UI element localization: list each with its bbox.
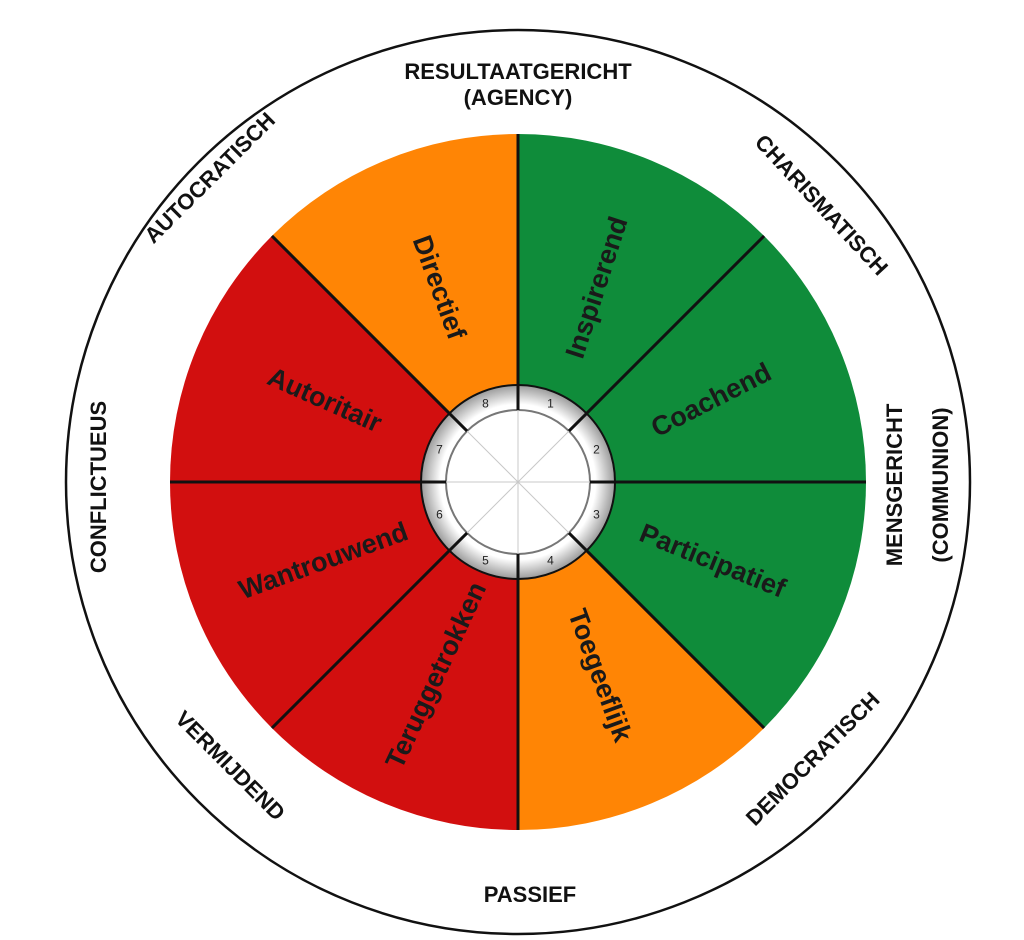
label-bottom: PASSIEF xyxy=(484,882,577,907)
hub-inner-line xyxy=(466,430,519,483)
segment-wedge-5 xyxy=(271,482,518,830)
hub-tick xyxy=(448,531,469,552)
hub-inner-line xyxy=(517,481,570,534)
hub-number-8: 8 xyxy=(482,396,489,410)
hub-number-5: 5 xyxy=(482,554,489,568)
label-left: CONFLICTUEUS xyxy=(86,401,111,573)
hub-number-2: 2 xyxy=(593,442,600,456)
segment-divider xyxy=(270,530,470,730)
segment-divider xyxy=(270,234,470,434)
label-right-line1: MENSGERICHT xyxy=(882,403,907,566)
hub-number-4: 4 xyxy=(547,554,554,568)
segment-wedge-6 xyxy=(170,482,518,729)
hub-inner-line xyxy=(517,430,570,483)
label-top-line1: RESULTAATGERICHT xyxy=(404,59,632,84)
hub-number-3: 3 xyxy=(593,508,600,522)
segment-wedge-3 xyxy=(518,482,866,729)
segment-wedge-7 xyxy=(170,235,518,482)
hub-numbers: 1 2 3 4 5 6 7 8 xyxy=(436,396,600,567)
hub-ticks xyxy=(421,385,615,579)
hub-number-6: 6 xyxy=(436,508,443,522)
hub-tick xyxy=(448,412,469,433)
hub-number-7: 7 xyxy=(436,442,443,456)
segment-wedge-8 xyxy=(271,134,518,482)
label-right-line2: (COMMUNION) xyxy=(928,407,953,562)
hub-tick xyxy=(567,412,588,433)
hub-tick xyxy=(567,531,588,552)
label-top-line2: (AGENCY) xyxy=(464,85,573,110)
hub-inner-lines xyxy=(446,410,590,554)
segment-wedge-2 xyxy=(518,235,866,482)
segment-divider xyxy=(566,234,766,434)
hub-number-1: 1 xyxy=(547,396,554,410)
segment-divider xyxy=(566,530,766,730)
segment-wedges xyxy=(170,134,866,830)
segment-wedge-1 xyxy=(518,134,765,482)
segment-dividers xyxy=(170,134,866,830)
hub-inner-line xyxy=(466,481,519,534)
segment-wedge-4 xyxy=(518,482,765,830)
